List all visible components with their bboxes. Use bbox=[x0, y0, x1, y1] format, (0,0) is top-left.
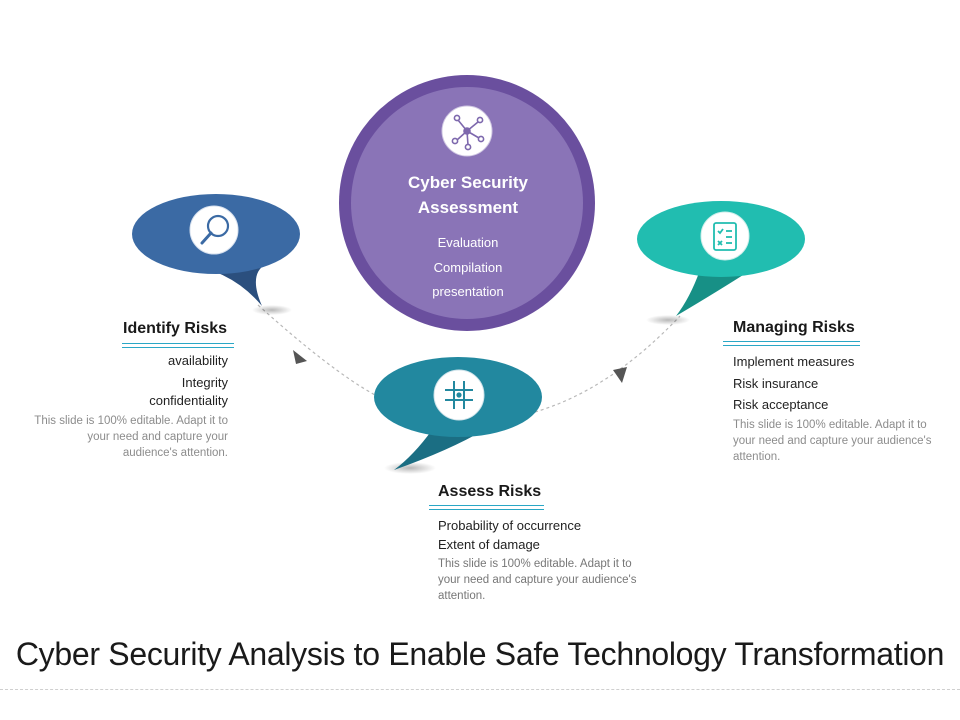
managing-heading: Managing Risks bbox=[733, 319, 855, 336]
managing-pin bbox=[637, 201, 805, 325]
managing-item: Implement measures bbox=[733, 354, 855, 369]
identify-note: This slide is 100% editable. Adapt it to… bbox=[34, 414, 228, 459]
network-icon bbox=[451, 114, 485, 151]
assess-underline bbox=[429, 505, 544, 506]
assess-pin bbox=[374, 357, 542, 474]
assess-note: This slide is 100% editable. Adapt it to… bbox=[438, 558, 637, 602]
managing-underline-2 bbox=[723, 345, 860, 346]
center-item: Evaluation bbox=[437, 235, 499, 250]
assess-underline-2 bbox=[429, 509, 544, 510]
managing-note: This slide is 100% editable. Adapt it to… bbox=[733, 418, 932, 463]
center-title-line2: Assessment bbox=[417, 198, 519, 217]
identify-heading: Identify Risks bbox=[123, 320, 228, 337]
assess-item: Probability of occurrence bbox=[438, 518, 582, 533]
checklist-icon bbox=[713, 222, 737, 251]
connector-path bbox=[257, 304, 681, 413]
identify-block: availability Integrity confidentiality T… bbox=[30, 352, 228, 461]
center-items: Evaluation Compilation presentation bbox=[388, 231, 548, 305]
identify-item: availability bbox=[168, 353, 228, 368]
managing-underline bbox=[723, 341, 860, 342]
managing-item: Risk acceptance bbox=[733, 397, 829, 412]
identify-item: confidentiality bbox=[149, 393, 228, 408]
page-title: Cyber Security Analysis to Enable Safe T… bbox=[15, 636, 945, 672]
arrow-left bbox=[293, 350, 307, 364]
assess-heading: Assess Risks bbox=[438, 483, 542, 500]
grid-icon bbox=[445, 381, 473, 409]
assess-item: Extent of damage bbox=[438, 536, 540, 552]
center-text: Cyber Security Assessment Evaluation Com… bbox=[388, 170, 548, 305]
identify-pin bbox=[132, 194, 300, 315]
managing-item: Risk insurance bbox=[733, 375, 819, 391]
managing-block: Implement measures Risk insurance Risk a… bbox=[733, 351, 938, 465]
identify-underline-2 bbox=[122, 347, 234, 348]
arrow-right bbox=[613, 367, 627, 383]
assess-block: Probability of occurrence Extent of dama… bbox=[438, 517, 638, 604]
center-item: presentation bbox=[432, 284, 504, 299]
magnifier-icon bbox=[200, 214, 230, 245]
bottom-divider bbox=[0, 689, 960, 690]
center-circle bbox=[339, 75, 595, 331]
center-item: Compilation bbox=[433, 259, 503, 275]
center-title-line1: Cyber Security bbox=[408, 173, 528, 192]
identify-underline bbox=[122, 343, 234, 344]
identify-item: Integrity bbox=[181, 374, 228, 390]
